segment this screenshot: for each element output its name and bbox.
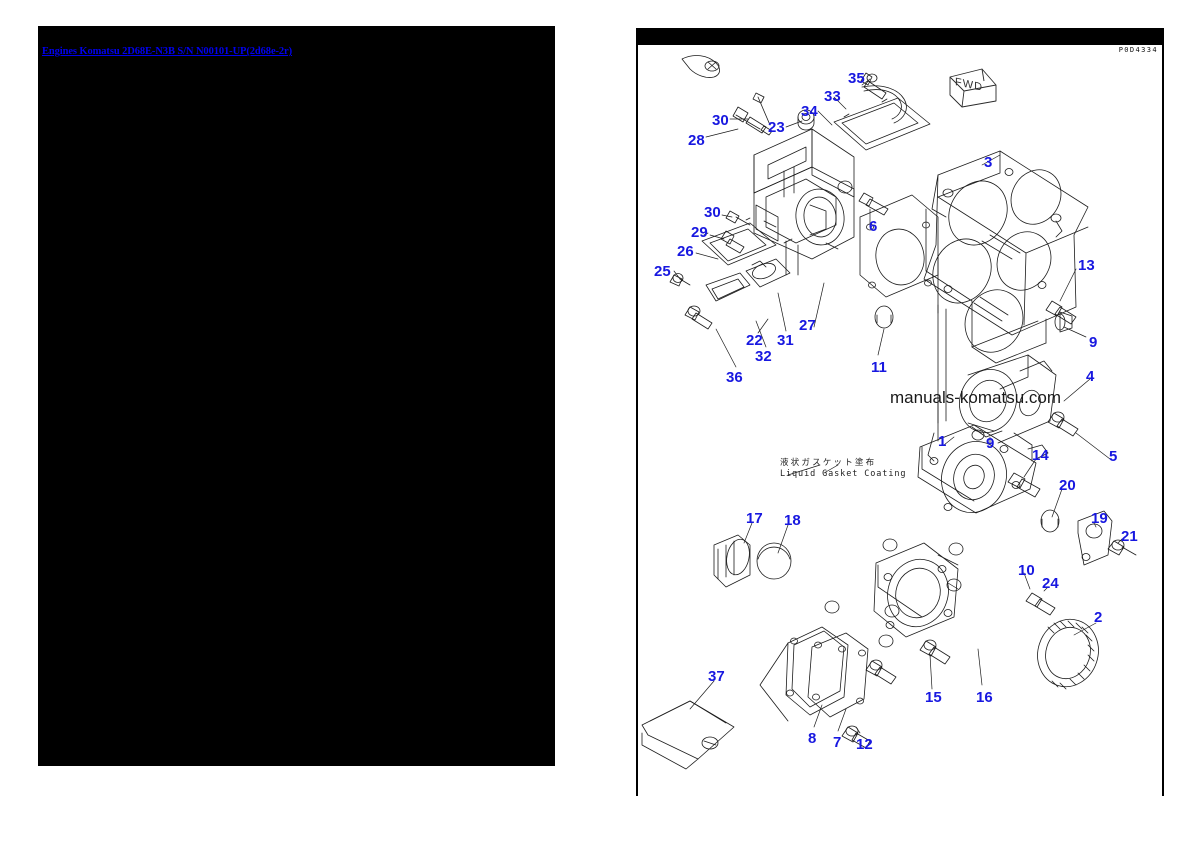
callout-number-25: 25 — [654, 263, 671, 280]
part-15-bolt — [865, 659, 897, 685]
callout-number-9: 9 — [986, 435, 995, 452]
part-nuts-column — [824, 538, 964, 648]
part-19-bracket — [1077, 510, 1113, 566]
callout-number-17: 17 — [746, 510, 763, 527]
callout-number-14: 14 — [1032, 447, 1049, 464]
part-12-bolt — [841, 725, 871, 749]
callout-number-34: 34 — [801, 103, 818, 120]
part-24-bolt — [1025, 592, 1056, 616]
callout-number-31: 31 — [777, 332, 794, 349]
parts-diagram-page: P0D4334 — [636, 28, 1164, 796]
part-3-crankcase — [923, 150, 1089, 424]
part-30-pin-upper — [752, 92, 771, 126]
part-11-plug — [874, 305, 894, 329]
part-8-cover — [785, 626, 849, 716]
part-27-pump-body — [753, 128, 855, 276]
exploded-parts-drawing — [641, 55, 1137, 770]
callout-number-22: 22 — [746, 332, 763, 349]
part-25-bolt — [669, 273, 691, 287]
part-4-oil-pump — [959, 354, 1057, 444]
callout-number-1: 1 — [938, 433, 947, 450]
part-36-bolt — [684, 305, 713, 330]
callout-number-9: 9 — [1089, 334, 1098, 351]
part-top-bracket — [681, 55, 720, 78]
diagram-canvas: 液状ガスケット塗布 Liquid Gasket Coating FWD manu… — [638, 45, 1162, 796]
callout-number-20: 20 — [1059, 477, 1076, 494]
part-14-bolt — [1007, 472, 1041, 498]
callout-number-7: 7 — [833, 734, 842, 751]
document-title-link[interactable]: Engines Komatsu 2D68E-N3B S/N N00101-UP(… — [42, 46, 293, 57]
annotation-liquid-gasket: 液状ガスケット塗布 Liquid Gasket Coating — [780, 458, 906, 480]
part-23-bushing — [797, 109, 815, 131]
fwd-arrow-icon — [949, 68, 997, 108]
callout-number-24: 24 — [1042, 575, 1059, 592]
callout-number-8: 8 — [808, 730, 817, 747]
callout-number-29: 29 — [691, 224, 708, 241]
part-33-clip — [861, 85, 907, 124]
part-6-bolt — [858, 192, 889, 216]
part-20-plug — [1040, 509, 1060, 533]
part-18-cap — [756, 542, 792, 580]
part-37-plate — [641, 700, 735, 770]
callout-number-5: 5 — [1109, 448, 1118, 465]
callout-number-37: 37 — [708, 668, 725, 685]
callout-number-30: 30 — [712, 112, 729, 129]
part-2-oil-seal — [1037, 618, 1099, 690]
leader-lines — [673, 78, 1123, 734]
callout-number-27: 27 — [799, 317, 816, 334]
callout-number-16: 16 — [976, 689, 993, 706]
document-viewer-panel: Engines Komatsu 2D68E-N3B S/N N00101-UP(… — [38, 26, 555, 766]
callout-number-32: 32 — [755, 348, 772, 365]
callout-number-23: 23 — [768, 119, 785, 136]
diagram-border-right — [1162, 28, 1164, 796]
diagram-part-code: P0D4334 — [1118, 46, 1158, 54]
callout-number-30: 30 — [704, 204, 721, 221]
callout-number-18: 18 — [784, 512, 801, 529]
part-7-gasket — [807, 632, 869, 718]
callout-number-11: 11 — [871, 359, 887, 376]
part-28-bolt — [732, 106, 773, 136]
part-16-bolt — [919, 639, 951, 665]
part-10-gear-housing — [873, 542, 959, 638]
callout-number-33: 33 — [824, 88, 841, 105]
part-30-pin-lower — [725, 210, 751, 226]
callout-number-3: 3 — [984, 154, 993, 171]
annotation-japanese: 液状ガスケット塗布 — [780, 458, 877, 468]
callout-number-36: 36 — [726, 369, 743, 386]
callout-number-12: 12 — [856, 736, 873, 753]
callout-number-28: 28 — [688, 132, 705, 149]
callout-number-4: 4 — [1086, 368, 1095, 385]
part-35-bolt — [860, 72, 887, 100]
callout-number-10: 10 — [1018, 562, 1035, 579]
callout-number-26: 26 — [677, 243, 694, 260]
callout-number-21: 21 — [1121, 528, 1138, 545]
part-21-bolt — [1107, 539, 1137, 556]
callout-number-15: 15 — [925, 689, 942, 706]
callout-number-6: 6 — [869, 218, 878, 235]
diagram-border-left — [636, 28, 638, 796]
leader-bracket-78 — [759, 642, 789, 722]
part-34-gasket-plate — [833, 97, 931, 151]
part-5-bolt — [1047, 411, 1079, 437]
callout-number-13: 13 — [1078, 257, 1095, 274]
part-32-bracket — [705, 272, 751, 302]
part-29-bolt — [720, 230, 745, 254]
part-9-plug-upper — [1054, 311, 1073, 333]
diagram-header-bar — [636, 28, 1164, 45]
annotation-english: Liquid Gasket Coating — [780, 469, 907, 479]
part-26-gasket — [701, 217, 777, 266]
watermark-text: manuals-komatsu.com — [890, 388, 1062, 407]
callout-number-35: 35 — [848, 70, 865, 87]
part-17-collar — [713, 534, 751, 588]
part-31-bracket — [745, 258, 791, 288]
callout-number-19: 19 — [1091, 510, 1108, 527]
fwd-direction-marker: FWD — [946, 67, 1000, 109]
callout-number-2: 2 — [1094, 609, 1103, 626]
